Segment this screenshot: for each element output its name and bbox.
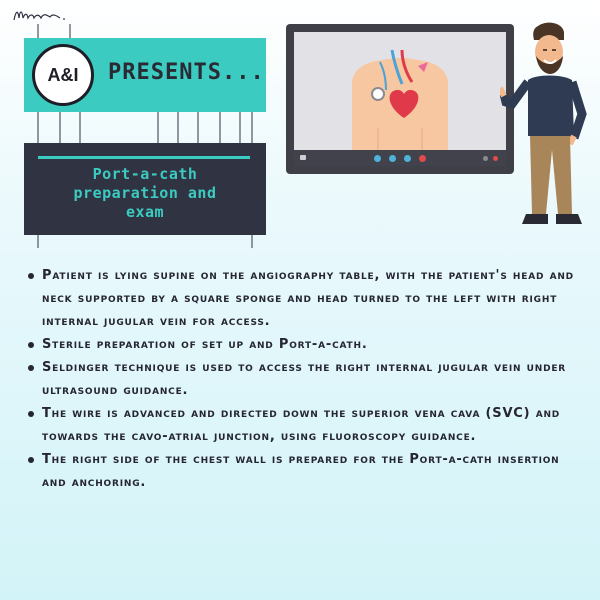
signature — [13, 11, 65, 21]
logo-icon: A&I — [32, 44, 94, 106]
video-call-monitor — [286, 24, 514, 174]
presents-banner: A&I PRESENTS... — [24, 38, 266, 112]
monitor-screen — [294, 32, 506, 166]
call-controls — [294, 150, 506, 166]
chest-illustration — [352, 49, 448, 150]
title-divider — [38, 156, 250, 159]
settings-icon — [493, 156, 498, 161]
title-banner: Port-a-cath preparation and exam — [24, 143, 266, 235]
list-item: The right side of the chest wall is prep… — [26, 448, 586, 494]
camera-icon — [389, 154, 396, 162]
procedure-steps-list: Patient is lying supine on the angiograp… — [26, 264, 586, 494]
list-item: The wire is advanced and directed down t… — [26, 402, 586, 448]
presenter-illustration — [500, 22, 587, 224]
heart-icon — [389, 90, 419, 118]
presents-label: PRESENTS... — [108, 60, 265, 85]
list-item: Seldinger technique is used to access th… — [26, 356, 586, 402]
end-call-icon — [419, 154, 426, 162]
expand-icon — [483, 156, 488, 161]
list-item: Patient is lying supine on the angiograp… — [26, 264, 586, 333]
page-title: Port-a-cath preparation and exam — [73, 165, 217, 221]
chat-icon — [300, 155, 306, 160]
logo-text: A&I — [47, 64, 79, 85]
catheter-port-icon — [371, 87, 385, 101]
add-icon — [404, 154, 411, 162]
list-item: Sterile preparation of set up and Port-a… — [26, 333, 586, 356]
mic-icon — [374, 154, 381, 162]
